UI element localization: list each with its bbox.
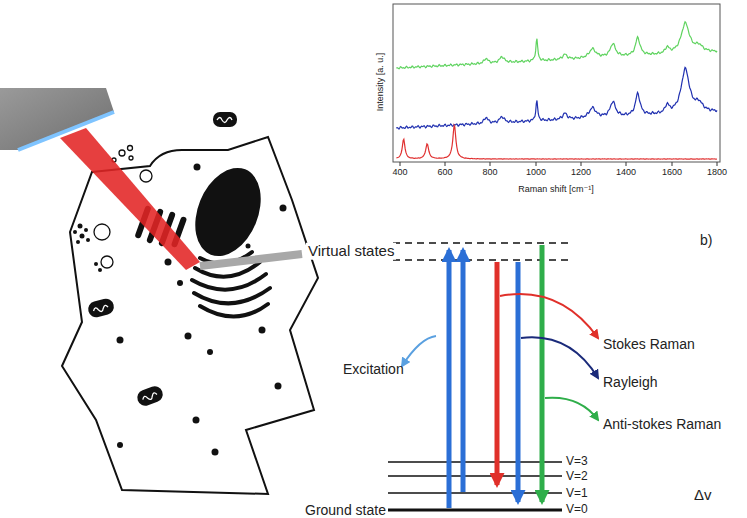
level-label: V=0 [566,503,588,516]
axis-title: Intensity [a. u.] [376,53,386,112]
objective-lens-glow [18,112,114,150]
tick-label: 1600 [662,168,682,178]
tick-label: 1400 [616,168,636,178]
tick-label: 800 [482,168,497,178]
tick-label: 1800 [707,168,727,178]
transition-arrows [449,245,542,508]
cell-outline [62,137,318,494]
process-label: Stokes Raman [603,337,695,352]
callout-curves [402,294,598,420]
level-label: V=1 [566,487,588,500]
tick-label: 1000 [526,168,546,178]
laser-beam [60,128,200,270]
nucleus [183,158,273,266]
spectrum-curve [396,22,717,69]
process-label: Rayleigh [603,375,657,390]
axis-title: Raman shift [cm⁻¹] [518,185,593,195]
vesicle-cluster [73,224,102,273]
spectrum-curve [396,67,717,129]
tick-label: 1200 [571,168,591,178]
energy-levels [388,243,568,510]
tick-label: 400 [392,168,407,178]
panel-letter: b) [700,233,712,248]
microscope-objective [0,88,114,150]
process-label: Anti-stokes Raman [603,417,721,432]
state-label: Ground state [305,503,386,518]
process-label: Excitation [343,362,404,377]
level-label: V=2 [566,470,588,483]
level-label: V=3 [566,455,588,468]
spectrum-chart [393,4,720,166]
tick-label: 600 [437,168,452,178]
spectrum-curve [396,125,717,159]
symbol-label: Δv [694,487,712,504]
pointer-line [200,254,302,266]
state-label: Virtual states [306,243,396,260]
